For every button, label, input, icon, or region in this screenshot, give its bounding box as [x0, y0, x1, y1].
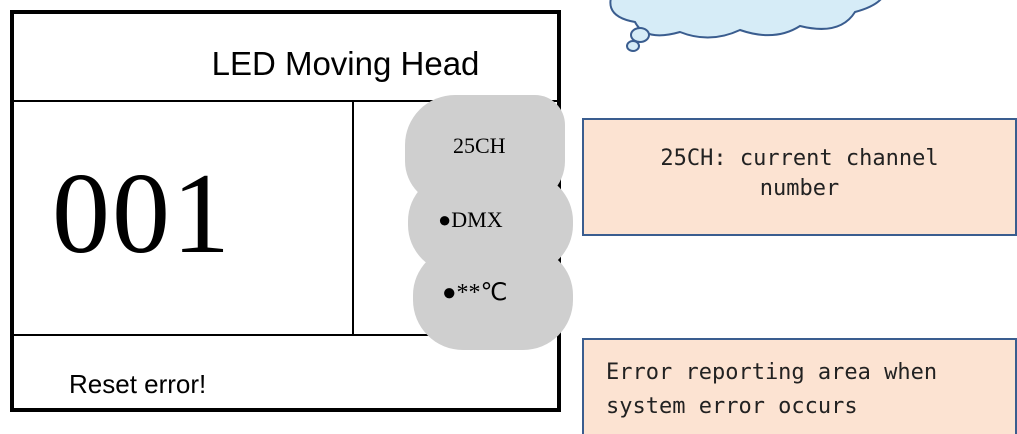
- status-stack: 25CH ●DMX ●**℃: [405, 95, 573, 350]
- callout-error-line-2: system error occurs: [606, 394, 858, 419]
- thought-cloud: [600, 0, 910, 70]
- divider-top: [14, 100, 557, 102]
- divider-bottom: [14, 334, 557, 336]
- temperature-indicator: ●**℃: [442, 280, 508, 306]
- callout-channel: 25CH: current channel number: [582, 118, 1017, 236]
- dmx-address-value: 001: [52, 150, 232, 278]
- callout-error: Error reporting area when system error o…: [582, 338, 1017, 434]
- thought-cloud-icon: [609, 0, 882, 52]
- display-title: LED Moving Head: [211, 45, 480, 82]
- error-message: Reset error!: [69, 369, 207, 399]
- callout-channel-line-1: 25CH: current channel: [660, 146, 939, 171]
- divider-vertical: [352, 102, 354, 334]
- dmx-indicator: ●DMX: [438, 207, 503, 232]
- status-blob-temperature: [413, 247, 573, 350]
- callout-error-line-1: Error reporting area when: [606, 360, 938, 385]
- channel-count-label: 25CH: [453, 133, 506, 158]
- callout-channel-line-2: number: [759, 176, 840, 201]
